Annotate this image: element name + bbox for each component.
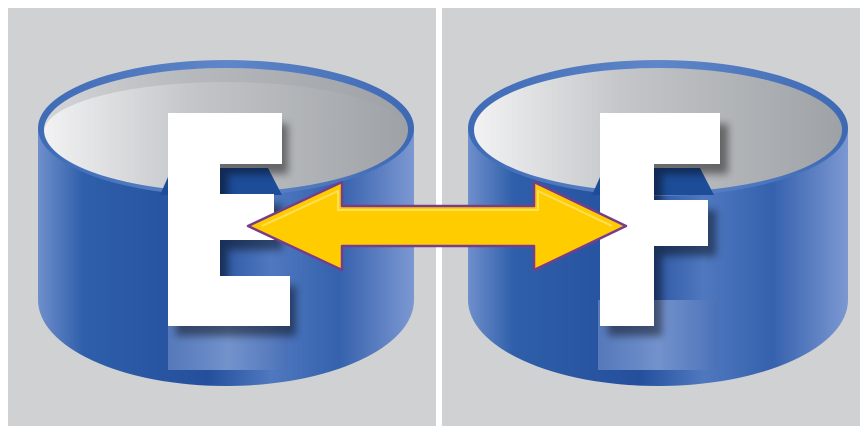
- diagram-canvas: E F: [0, 0, 866, 428]
